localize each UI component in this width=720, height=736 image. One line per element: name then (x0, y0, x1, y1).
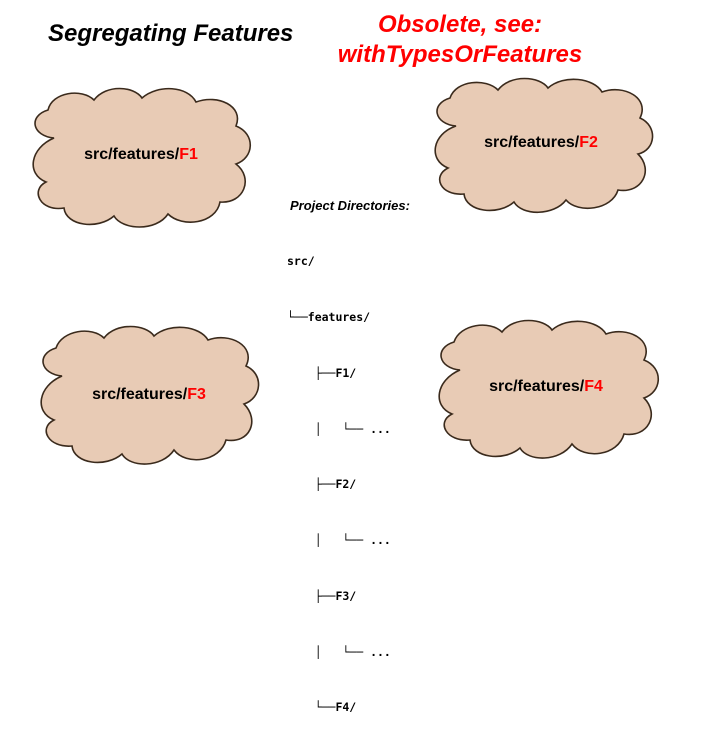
obsolete-note: Obsolete, see: withTypesOrFeatures (310, 10, 610, 70)
tree-line: src/ (287, 254, 315, 269)
tree-line: └──F4/ (287, 700, 357, 715)
cloud-label: src/features/F2 (484, 134, 598, 151)
tree-line: ├──F1/ (287, 365, 357, 380)
tree-line: │ └── ... (287, 644, 391, 659)
cloud-shape (40, 325, 260, 465)
cloud-label: src/features/F3 (92, 386, 206, 403)
tree-line: ├──F2/ (287, 477, 357, 492)
page-title: Segregating Features (48, 20, 294, 47)
tree-line: │ └── ... (287, 533, 391, 548)
cloud-shape (438, 319, 659, 459)
tree-line: ├──F3/ (287, 588, 357, 603)
cloud-f4: src/features/F4 (426, 312, 666, 464)
cloud-label: src/features/F1 (84, 146, 198, 163)
tree-line: │ └── ... (287, 421, 391, 436)
directory-tree: src/ └──features/ ├──F1/ │ └── ... ├──F2… (287, 215, 391, 736)
tree-title: Project Directories: (290, 198, 410, 213)
cloud-f1: src/features/F1 (22, 78, 260, 236)
cloud-f3: src/features/F3 (30, 318, 268, 472)
cloud-shape (434, 77, 654, 213)
tree-line: └──features/ (287, 309, 371, 324)
cloud-shape (32, 87, 251, 228)
cloud-label: src/features/F4 (489, 378, 603, 395)
obsolete-note-line1: Obsolete, see: (377, 11, 543, 38)
cloud-f2: src/features/F2 (422, 70, 660, 220)
obsolete-note-link: withTypesOrFeatures (337, 41, 583, 68)
